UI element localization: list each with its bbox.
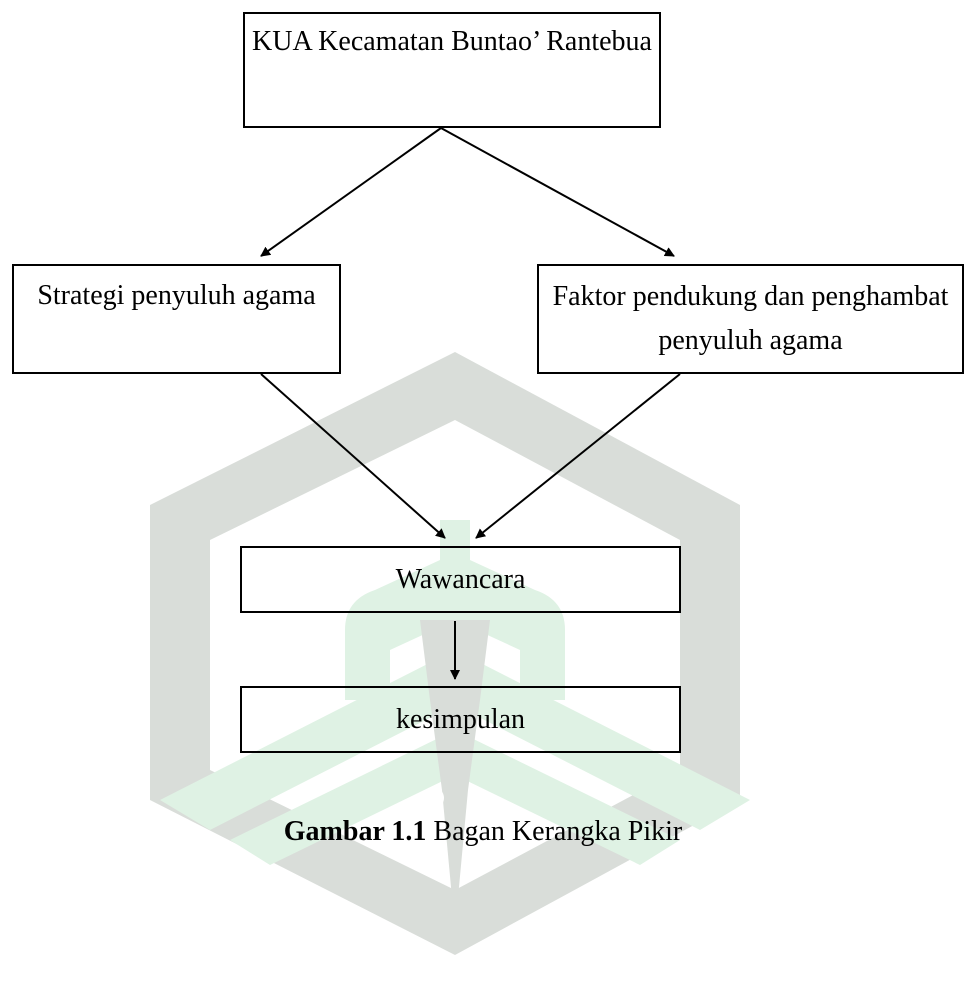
watermark-pen-nib bbox=[420, 620, 490, 930]
figure-caption-text: Bagan Kerangka Pikir bbox=[433, 816, 683, 847]
node-strategi-label: Strategi penyuluh agama bbox=[37, 280, 316, 311]
node-faktor-label: Faktor pendukung dan penghambat penyuluh… bbox=[552, 281, 949, 356]
node-kua-label: KUA Kecamatan Buntao’ Rantebua bbox=[252, 26, 652, 57]
watermark-green-arch bbox=[345, 520, 565, 700]
node-wawancara-label: Wawancara bbox=[395, 563, 526, 595]
arrow-faktor-to-wawancara bbox=[475, 373, 681, 539]
node-kua: KUA Kecamatan Buntao’ Rantebua bbox=[243, 12, 661, 128]
arrow-kua-to-strategi bbox=[260, 127, 442, 257]
figure-caption-label: Gambar 1.1 bbox=[283, 816, 427, 847]
node-wawancara: Wawancara bbox=[240, 546, 681, 613]
arrow-strategi-to-wawancara bbox=[260, 373, 446, 539]
arrow-kua-to-faktor bbox=[440, 127, 675, 257]
node-kesimpulan-label: kesimpulan bbox=[395, 703, 526, 735]
node-faktor: Faktor pendukung dan penghambat penyuluh… bbox=[537, 264, 964, 374]
watermark-pen-hole bbox=[422, 787, 444, 809]
node-kesimpulan: kesimpulan bbox=[240, 686, 681, 753]
node-strategi: Strategi penyuluh agama bbox=[12, 264, 341, 374]
figure-caption: Gambar 1.1 Bagan Kerangka Pikir bbox=[0, 812, 966, 852]
